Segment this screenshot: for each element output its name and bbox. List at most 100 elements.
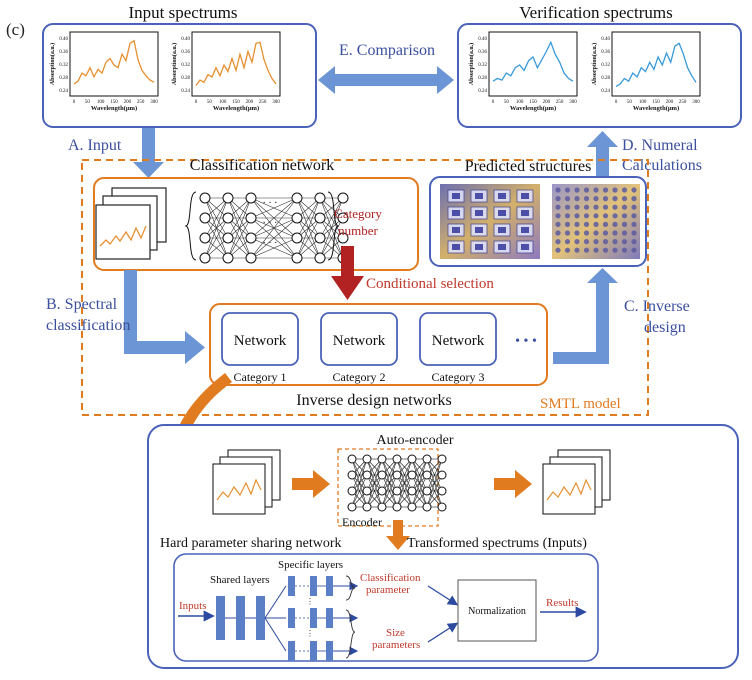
category-number-label-2: number	[338, 223, 378, 238]
structure-dot	[602, 221, 609, 227]
structure-dot	[583, 221, 590, 227]
numeral-arrow	[587, 131, 618, 180]
vPlot1-frame	[488, 31, 578, 97]
inPlot1-ytick: 0.24	[59, 89, 68, 94]
inPlot1-xtick: 100	[97, 100, 105, 105]
structure-cell-core	[521, 193, 529, 199]
inPlot1-xtick: 250	[137, 100, 145, 105]
network-card-3-label: Network	[432, 333, 485, 349]
ae-output-sheet-front	[542, 463, 596, 515]
specific-layer	[310, 576, 317, 596]
inverse-design-networks-title: Inverse design networks	[296, 392, 452, 409]
classNet-edge	[319, 217, 344, 259]
vPlot2-xtick: 150	[652, 100, 660, 105]
structure-dot	[621, 247, 628, 253]
vPlot2-ylabel: Absorption(a.u.)	[591, 43, 598, 85]
numeral-label-1: D. Numeral	[622, 137, 698, 154]
classNet-node	[199, 212, 211, 224]
network-card-3: Network Category 3	[419, 312, 497, 384]
inPlot2-frame	[191, 31, 281, 97]
structure-cell-core	[475, 244, 483, 250]
structure-dot	[631, 213, 637, 219]
structure-dot	[583, 196, 590, 202]
vPlot1-ylabel: Absorption(a.u.)	[468, 43, 475, 85]
size-to-normalization-arrow	[427, 622, 459, 643]
aeNet-edge	[351, 474, 368, 508]
specific-layer	[288, 641, 295, 661]
numeral-label-2: Calculations	[622, 157, 702, 174]
vPlot1-ytick: 0.32	[478, 63, 487, 68]
structure-dot	[612, 239, 618, 245]
aeNet-node	[377, 454, 387, 464]
inPlot1-xlabel: Wavelength(μm)	[91, 105, 137, 112]
specific-layers: ⋮⋮	[264, 575, 359, 661]
aeNet-edge	[426, 458, 443, 508]
structure-dot	[555, 204, 561, 210]
aeNet-node	[407, 502, 417, 512]
auto-encoder-output-stack	[542, 449, 611, 515]
classification-brace	[345, 575, 356, 601]
structure-dot	[602, 230, 609, 236]
aeNet-node	[377, 502, 387, 512]
input-arrow	[133, 128, 164, 178]
aeNet-node	[377, 486, 387, 496]
structure-dot	[555, 187, 561, 193]
smtl-model-box	[81, 159, 649, 416]
vPlot1-xlabel: Wavelength(μm)	[510, 105, 556, 112]
shared-layer	[236, 596, 245, 640]
vPlot1-xtick: 150	[529, 100, 537, 105]
structure-dot	[574, 221, 580, 227]
structure-dot	[555, 247, 561, 253]
stack-spectrum-line	[99, 225, 147, 247]
classNet-edge	[296, 197, 321, 259]
vPlot2-ytick: 0.40	[601, 37, 610, 42]
inPlot1-xtick: 300	[150, 100, 158, 105]
structure-dot	[631, 247, 637, 253]
normalization-box	[457, 579, 537, 642]
encoder-label: Encoder	[342, 515, 382, 529]
vPlot2-xtick: 300	[692, 100, 700, 105]
inPlot2-xtick: 250	[259, 100, 267, 105]
classNet-edge	[319, 197, 344, 239]
aeNet-node	[422, 470, 432, 480]
ae-in-arrow	[292, 470, 330, 498]
classnet-left-brace	[184, 191, 197, 261]
aeNet-edge	[426, 474, 443, 508]
aeNet-node	[362, 454, 372, 464]
vPlot2-ytick: 0.28	[601, 76, 610, 81]
classNet-node	[199, 232, 211, 244]
structure-cell-core	[452, 227, 460, 233]
aeNet-node	[347, 470, 357, 480]
classNet-node	[291, 252, 303, 264]
structure-dot	[574, 196, 580, 202]
network-card-1-category: Category 1	[234, 370, 287, 384]
inPlot2-curve	[195, 41, 277, 86]
classNet-edge	[227, 217, 252, 259]
aeNet-edge	[411, 458, 428, 492]
specific-vdots: ⋮	[306, 597, 314, 606]
classNet-edge	[319, 197, 344, 259]
specific-layer	[310, 641, 317, 661]
aeNet-node	[437, 486, 447, 496]
vPlot1-xtick: 100	[516, 100, 524, 105]
aeNet-node	[407, 486, 417, 496]
classNet-edge	[227, 197, 252, 239]
structure-cell-core	[498, 227, 506, 233]
structure-dot	[631, 239, 637, 245]
structure-dot	[593, 221, 599, 227]
structure-cell-core	[498, 193, 506, 199]
structure-dot	[574, 247, 580, 253]
aeNet-node	[392, 502, 402, 512]
classification-parameter-label-1: Classification	[360, 572, 421, 584]
inPlot1-ytick: 0.28	[59, 76, 68, 81]
shared-layers	[216, 596, 265, 640]
size-parameters-label-2: parameters	[372, 639, 420, 651]
classNet-node	[337, 232, 349, 244]
classNet-node	[222, 232, 234, 244]
vPlot1-xtick: 300	[569, 100, 577, 105]
classNet-node	[222, 192, 234, 204]
